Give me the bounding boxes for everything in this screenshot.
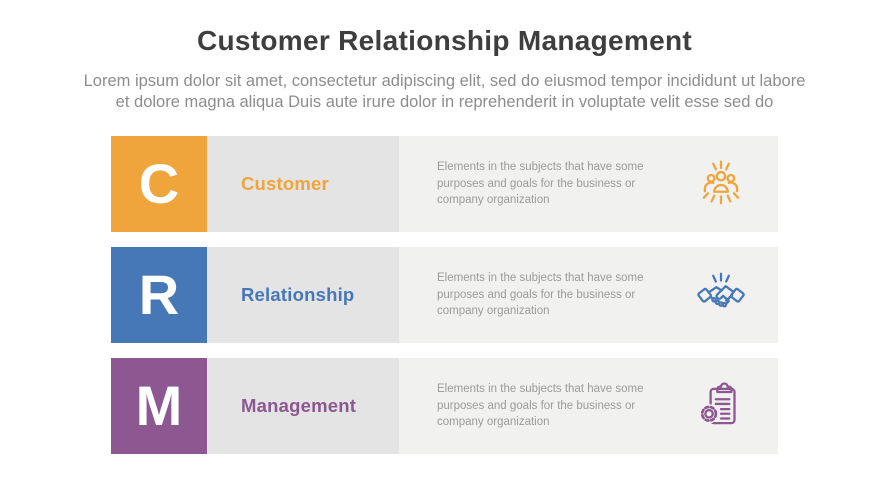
management-letter-tile: M	[111, 358, 207, 454]
handshake-icon	[694, 268, 748, 322]
relationship-letter: R	[138, 263, 180, 326]
management-letter: M	[135, 374, 183, 437]
crm-row-management: M Management Elements in the subjects th…	[111, 358, 778, 454]
slide-header: Customer Relationship Management Lorem i…	[0, 0, 889, 113]
customer-description: Elements in the subjects that have some …	[437, 161, 644, 207]
management-description-panel: Elements in the subjects that have some …	[399, 358, 778, 454]
subtitle-line-1: Lorem ipsum dolor sit amet, consectetur …	[83, 72, 806, 90]
customer-label: Customer	[241, 173, 329, 194]
customer-description-panel: Elements in the subjects that have some …	[399, 136, 778, 232]
management-label: Management	[241, 395, 357, 416]
relationship-description: Elements in the subjects that have some …	[437, 272, 644, 318]
customer-label-panel: Customer	[207, 136, 399, 232]
crm-rows: C Customer Elements in the subjects that…	[111, 136, 778, 454]
crm-row-customer: C Customer Elements in the subjects that…	[111, 136, 778, 232]
relationship-description-panel: Elements in the subjects that have some …	[399, 247, 778, 343]
page-subtitle: Lorem ipsum dolor sit amet, consectetur …	[0, 71, 889, 113]
clipboard-gear-icon	[694, 379, 748, 433]
relationship-label: Relationship	[241, 284, 355, 305]
team-icon	[694, 157, 748, 211]
subtitle-line-2: et dolore magna aliqua Duis aute irure d…	[115, 93, 774, 111]
customer-letter-tile: C	[111, 136, 207, 232]
customer-letter: C	[138, 152, 180, 215]
relationship-letter-tile: R	[111, 247, 207, 343]
crm-row-relationship: R Relationship Elements in the subjects …	[111, 247, 778, 343]
management-description: Elements in the subjects that have some …	[437, 383, 644, 429]
management-label-panel: Management	[207, 358, 399, 454]
relationship-label-panel: Relationship	[207, 247, 399, 343]
page-title: Customer Relationship Management	[196, 25, 692, 56]
